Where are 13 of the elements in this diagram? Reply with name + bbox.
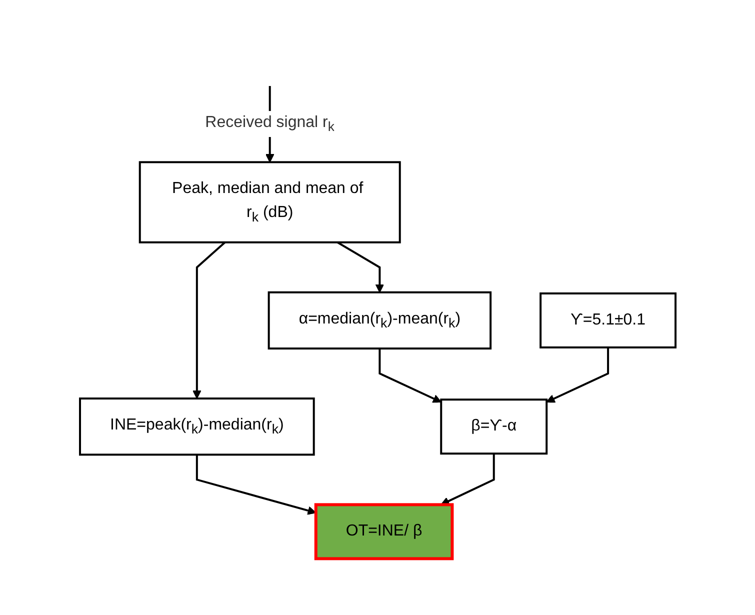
arrow bbox=[196, 454, 316, 515]
node-box: β=ϒ-α bbox=[440, 398, 548, 455]
node-box: ϒ=5.1±0.1 bbox=[539, 292, 676, 349]
node-box: INE=peak(r$_{k}$)-median(r$_{k}$) bbox=[78, 398, 315, 456]
arrow bbox=[192, 242, 226, 400]
arrow bbox=[378, 348, 442, 403]
edge-label: Received signal r$_{k}$ bbox=[204, 114, 334, 134]
arrow bbox=[440, 454, 495, 506]
arrow bbox=[336, 242, 384, 293]
node-box: OT=INE/ β bbox=[314, 503, 454, 560]
node-box: α=median(r$_{k}$)-mean(r$_{k}$) bbox=[268, 292, 492, 350]
node-box: Peak, median and mean of r$_{k}$ (dB) bbox=[138, 161, 401, 244]
arrow bbox=[546, 348, 609, 403]
